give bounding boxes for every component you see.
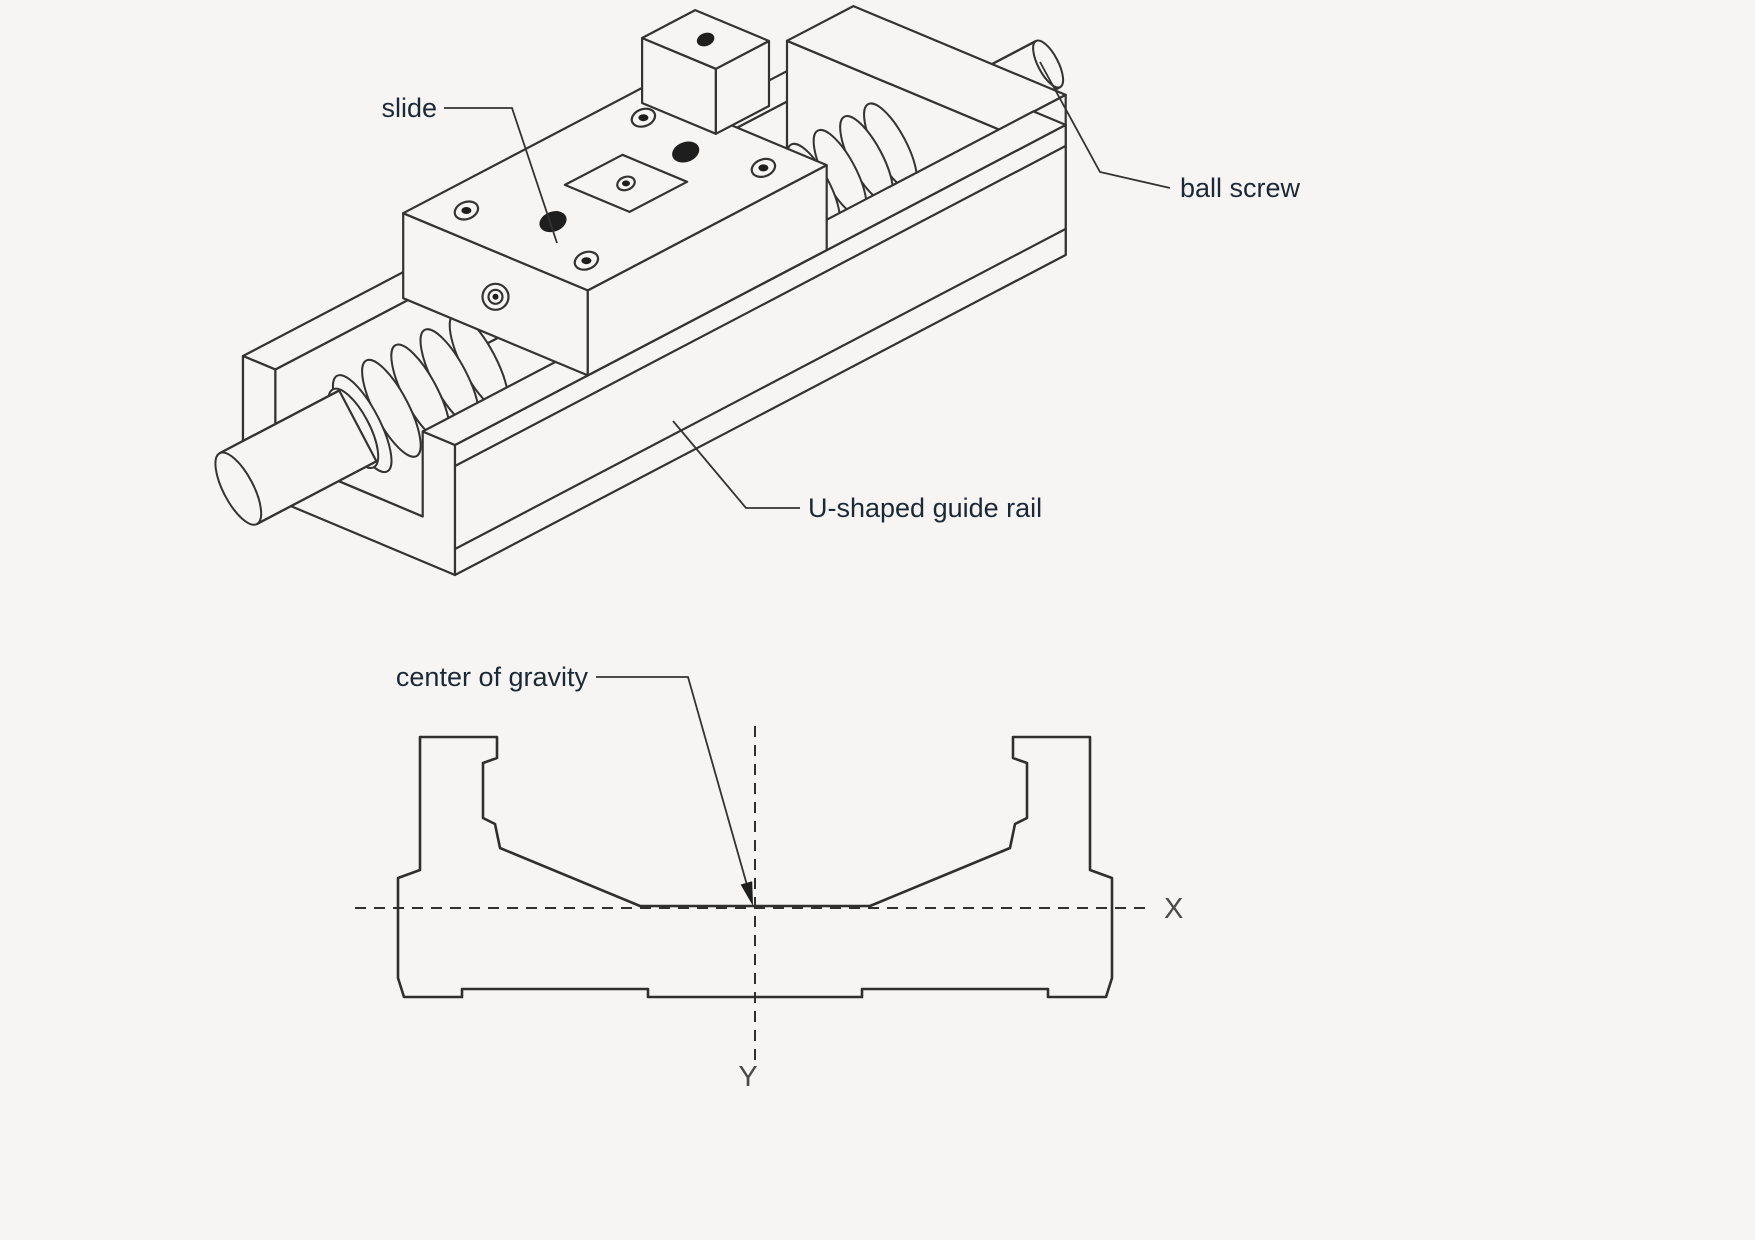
carriage-cap-plate (563, 153, 689, 213)
cross-section-outline (396, 735, 1114, 999)
isometric-view: slide ball screw U-shaped guide rail (214, 5, 1301, 577)
guide-rail-label: U-shaped guide rail (808, 493, 1042, 523)
guide-rail-leader-line (672, 420, 800, 509)
slide-label: slide (381, 93, 437, 123)
center-of-gravity-leader-line (596, 676, 748, 884)
center-of-gravity-label: center of gravity (396, 662, 589, 692)
hex-screw-icon (481, 282, 510, 311)
cap-plate-hole (616, 175, 636, 192)
slide-carriage (402, 86, 828, 377)
y-axis-label: Y (738, 1061, 757, 1093)
ball-screw-left-tip (214, 387, 380, 526)
cross-section-view: center of gravity X Y (355, 662, 1183, 1093)
slide-leader-line (444, 107, 558, 244)
carriage-mounting-holes (453, 107, 777, 271)
ball-screw-label: ball screw (1180, 173, 1301, 203)
center-of-gravity-arrow (740, 881, 753, 906)
ball-screw-leader-line (1039, 61, 1171, 189)
carriage-center-bores (539, 141, 700, 233)
x-axis-label: X (1164, 893, 1183, 925)
carriage-clamp-block (641, 9, 771, 135)
